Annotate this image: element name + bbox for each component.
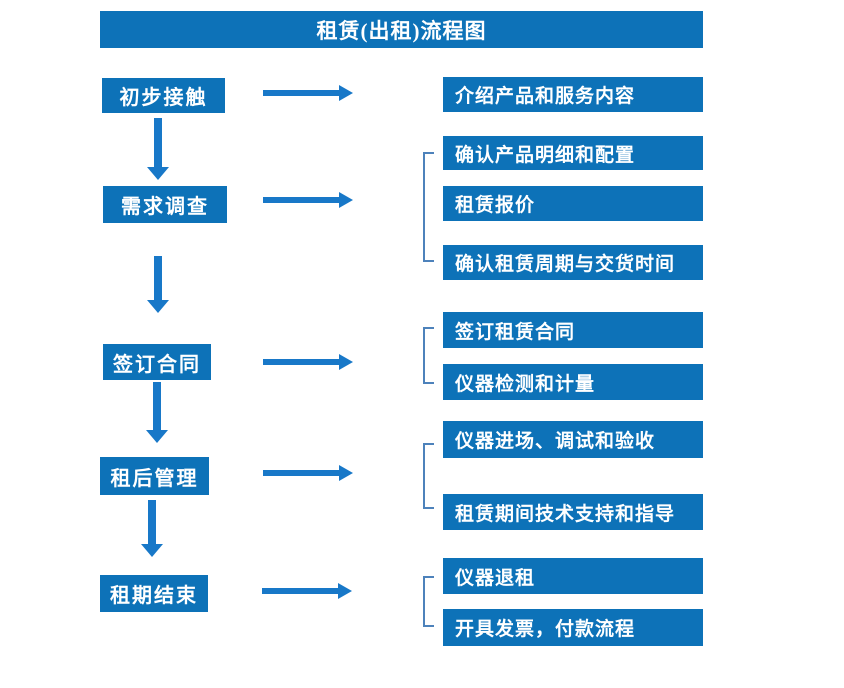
detail-box-instrument-testing: 仪器检测和计量 (443, 364, 703, 400)
step-box-initial-contact: 初步接触 (102, 78, 225, 113)
detail-box-invoice-payment: 开具发票，付款流程 (443, 609, 703, 646)
detail-box-instrument-return: 仪器退租 (443, 558, 703, 594)
detail-box-introduce-products: 介绍产品和服务内容 (443, 77, 703, 112)
down-arrow-icon (147, 118, 169, 180)
step-box-sign-contract: 签订合同 (103, 344, 211, 380)
step-box-post-rental-management: 租后管理 (100, 457, 209, 495)
bracket-connector (423, 576, 435, 627)
detail-box-confirm-product-config: 确认产品明细和配置 (443, 136, 703, 170)
detail-box-instrument-commissioning: 仪器进场、调试和验收 (443, 421, 703, 458)
right-arrow-icon (262, 583, 352, 599)
right-arrow-icon (263, 465, 353, 481)
right-arrow-icon (263, 85, 353, 101)
detail-box-sign-rental-contract: 签订租赁合同 (443, 312, 703, 348)
flowchart-title: 租赁(出租)流程图 (100, 11, 703, 48)
bracket-connector (423, 327, 435, 384)
right-arrow-icon (263, 354, 353, 370)
down-arrow-icon (147, 256, 169, 313)
step-box-demand-survey: 需求调查 (103, 186, 227, 223)
down-arrow-icon (146, 382, 168, 443)
detail-box-rental-quotation: 租赁报价 (443, 186, 703, 221)
bracket-connector (423, 443, 435, 509)
step-box-rental-end: 租期结束 (100, 575, 208, 612)
right-arrow-icon (263, 192, 353, 208)
down-arrow-icon (141, 500, 163, 557)
detail-box-technical-support: 租赁期间技术支持和指导 (443, 494, 703, 530)
detail-box-confirm-period-delivery: 确认租赁周期与交货时间 (443, 245, 703, 280)
bracket-connector (423, 152, 435, 262)
